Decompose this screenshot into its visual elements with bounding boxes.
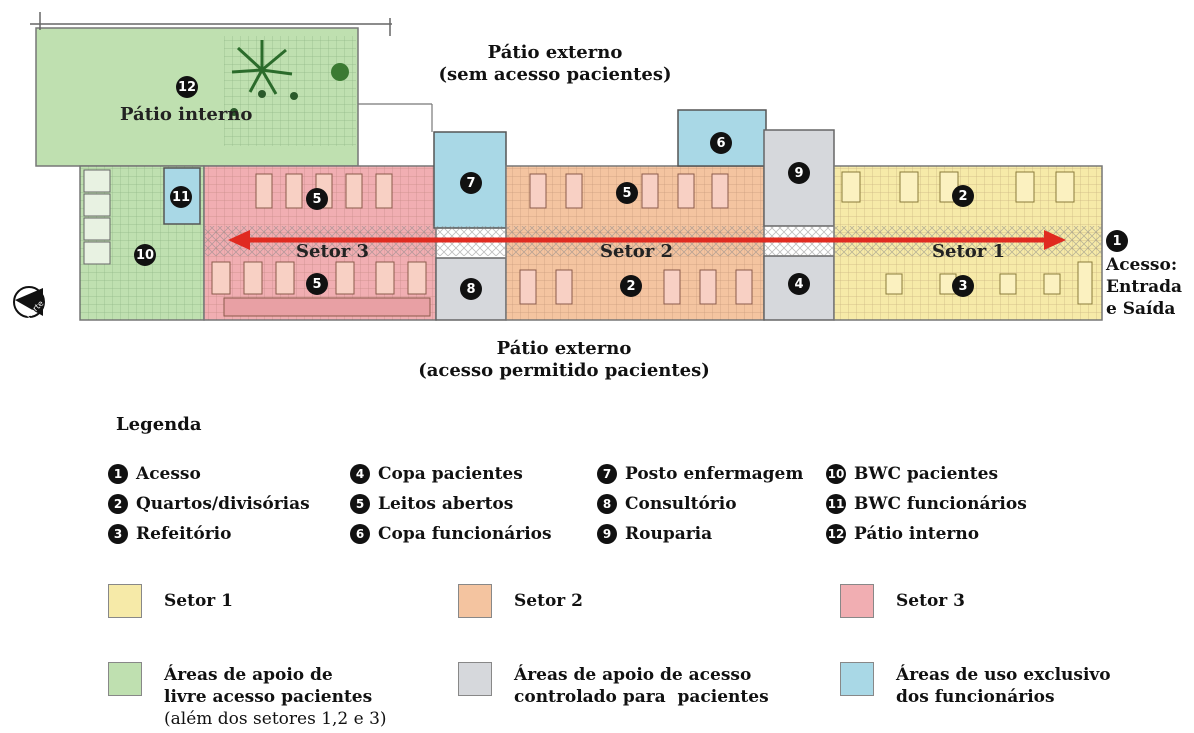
legend-badge: 11 (826, 494, 846, 514)
swatch-green-note: (além dos setores 1,2 e 3) (164, 709, 387, 729)
swatch-gray-label: Áreas de apoio de acesso controlado para… (514, 664, 769, 708)
swatch-setor1-label: Setor 1 (164, 591, 233, 611)
swatch-gray (458, 662, 492, 696)
swatch-gray-line1: Áreas de apoio de acesso (514, 665, 752, 685)
access-line3: e Saída (1106, 299, 1176, 319)
legend-item-11: 11 BWC funcionários (826, 492, 1027, 516)
patio-externo-bottom: Pátio externo (acesso permitido paciente… (404, 338, 724, 382)
plan-badge-3: 3 (952, 275, 974, 297)
legend-label: Posto enfermagem (625, 464, 804, 484)
legend-badge: 12 (826, 524, 846, 544)
legend-item-6: 6 Copa funcionários (350, 522, 552, 546)
access-line1: Acesso: (1106, 255, 1178, 275)
access-line2: Entrada (1106, 277, 1183, 297)
plan-badge-5c: 5 (616, 182, 638, 204)
setor2-label: Setor 2 (600, 241, 674, 262)
plan-badge-10: 10 (134, 244, 156, 266)
swatch-blue-label: Áreas de uso exclusivo dos funcionários (896, 664, 1111, 708)
legend-label: Copa pacientes (378, 464, 523, 484)
plan-badge-11: 11 (170, 186, 192, 208)
swatch-green-line1: Áreas de apoio de (164, 665, 333, 685)
legend-item-8: 8 Consultório (597, 492, 737, 516)
north-icon (13, 286, 45, 318)
plan-badge-5b: 5 (306, 273, 328, 295)
swatch-setor2 (458, 584, 492, 618)
sector-arrow (228, 230, 1066, 250)
legend-badge: 6 (350, 524, 370, 544)
legend-label: Leitos abertos (378, 494, 514, 514)
legend-item-3: 3 Refeitório (108, 522, 231, 546)
access-label: Acesso: Entrada e Saída (1106, 254, 1182, 320)
legend-label: Copa funcionários (378, 524, 552, 544)
legend-label: Pátio interno (854, 524, 980, 544)
patio-externo-top-line1: Pátio externo (487, 42, 623, 63)
legend-label: Rouparia (625, 524, 713, 544)
plan-badge-4: 4 (788, 273, 810, 295)
patio-externo-top-line2: (sem acesso pacientes) (438, 64, 672, 85)
plan-badge-12: 12 (176, 76, 198, 98)
plan-badge-1: 1 (1106, 230, 1128, 252)
plan-badge-9: 9 (788, 162, 810, 184)
legend-item-7: 7 Posto enfermagem (597, 462, 803, 486)
legend-label: Acesso (136, 464, 201, 484)
legend-label: BWC funcionários (854, 494, 1027, 514)
swatch-setor2-label: Setor 2 (514, 591, 583, 611)
legend-badge: 9 (597, 524, 617, 544)
swatch-green-line2: livre acesso pacientes (164, 687, 373, 707)
legend-item-10: 10 BWC pacientes (826, 462, 998, 486)
legend-label: Consultório (625, 494, 737, 514)
legend-badge: 8 (597, 494, 617, 514)
legend-item-9: 9 Rouparia (597, 522, 712, 546)
swatch-blue-line2: dos funcionários (896, 687, 1055, 707)
legend-label: Quartos/divisórias (136, 494, 310, 514)
legend-item-2: 2 Quartos/divisórias (108, 492, 310, 516)
legend-badge: 2 (108, 494, 128, 514)
legend-item-12: 12 Pátio interno (826, 522, 979, 546)
swatch-blue (840, 662, 874, 696)
legend-label: Refeitório (136, 524, 232, 544)
swatch-blue-line1: Áreas de uso exclusivo (896, 665, 1111, 685)
swatch-setor1 (108, 584, 142, 618)
patio-externo-bottom-line1: Pátio externo (496, 338, 632, 359)
swatch-green-label: Áreas de apoio de livre acesso pacientes… (164, 664, 387, 730)
swatch-green (108, 662, 142, 696)
legend-badge: 1 (108, 464, 128, 484)
legend-item-4: 4 Copa pacientes (350, 462, 523, 486)
legend-badge: 3 (108, 524, 128, 544)
plan-badge-5a: 5 (306, 188, 328, 210)
legend-badge: 10 (826, 464, 846, 484)
patio-interno-label: Pátio interno (120, 104, 253, 125)
plan-badge-8: 8 (460, 278, 482, 300)
legend-title: Legenda (116, 414, 202, 435)
plan-badge-6: 6 (710, 132, 732, 154)
patio-externo-bottom-line2: (acesso permitido pacientes) (418, 360, 710, 381)
legend-label: BWC pacientes (854, 464, 999, 484)
patio-externo-top: Pátio externo (sem acesso pacientes) (430, 42, 680, 86)
plan-badge-2a: 2 (620, 275, 642, 297)
legend-badge: 4 (350, 464, 370, 484)
setor3-label: Setor 3 (296, 241, 370, 262)
swatch-gray-line2: controlado para pacientes (514, 687, 769, 707)
legend-badge: 5 (350, 494, 370, 514)
swatch-setor3 (840, 584, 874, 618)
legend-badge: 7 (597, 464, 617, 484)
legend-item-5: 5 Leitos abertos (350, 492, 513, 516)
plan-badge-7: 7 (460, 172, 482, 194)
swatch-setor3-label: Setor 3 (896, 591, 965, 611)
setor1-label: Setor 1 (932, 241, 1006, 262)
legend-item-1: 1 Acesso (108, 462, 201, 486)
plan-badge-2b: 2 (952, 185, 974, 207)
